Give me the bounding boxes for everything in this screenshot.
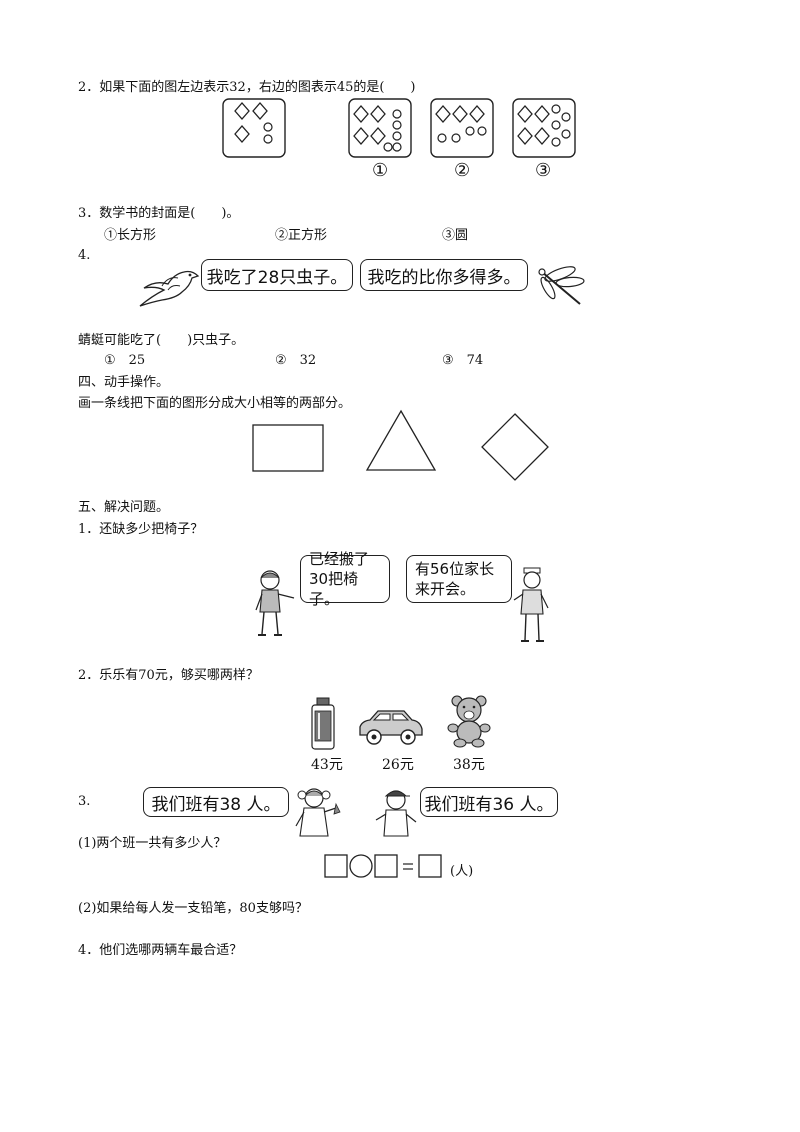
shape-rectangle xyxy=(252,424,324,472)
man-speech-line2: 来开会。 xyxy=(415,580,476,598)
q4-option-1: ① 25 xyxy=(104,353,146,368)
boy-illustration xyxy=(255,570,295,636)
dot-figure-option-2 xyxy=(430,98,494,158)
p3-number: 3. xyxy=(78,794,91,809)
boy-cap-illustration xyxy=(375,790,417,837)
equation-template xyxy=(324,854,442,878)
bird-speech-text: 我吃了28只虫子。 xyxy=(206,267,348,288)
toy-car-price: 26元 xyxy=(382,757,414,773)
dragonfly-speech-text: 我吃的比你多得多。 xyxy=(367,267,521,288)
boy-speech-bubble: 已经搬了 30把椅子。 xyxy=(300,550,390,608)
man-illustration xyxy=(513,567,549,642)
bird-speech-bubble: 我吃了28只虫子。 xyxy=(201,259,353,291)
girl-speech-text: 我们班有38 人。 xyxy=(151,794,281,815)
p2-question: 2．乐乐有70元，够买哪两样？ xyxy=(78,668,259,683)
q3-option-3: ③圆 xyxy=(442,228,469,243)
dot-figure-option-1 xyxy=(348,98,412,158)
man-speech-bubble: 有56位家长 来开会。 xyxy=(406,555,512,603)
q2-text: 2．如果下面的图左边表示32，右边的图表示45的是( ) xyxy=(78,80,416,95)
q3-option-2: ②正方形 xyxy=(275,228,328,243)
boy-speech-text-2: 我们班有36 人。 xyxy=(424,794,554,815)
toy-car-illustration xyxy=(359,710,423,745)
q4-option-2: ② 32 xyxy=(275,353,317,368)
teddy-bear-illustration xyxy=(447,695,491,748)
q3-text: 3．数学书的封面是( )。 xyxy=(78,206,240,221)
teddy-bear-price: 38元 xyxy=(453,757,485,773)
shape-diamond xyxy=(481,413,549,481)
thermos-illustration xyxy=(311,697,335,750)
boy-speech-line2: 30把椅子。 xyxy=(309,570,359,608)
q2-option-2-label: ② xyxy=(454,160,471,181)
boy-speech-line1: 已经搬了 xyxy=(309,550,370,568)
dragonfly-speech-bubble: 我吃的比你多得多。 xyxy=(360,259,528,291)
thermos-price: 43元 xyxy=(311,757,343,773)
p1-question: 1．还缺多少把椅子？ xyxy=(78,522,204,537)
q4-number: 4. xyxy=(78,248,91,263)
boy-speech-bubble-2: 我们班有36 人。 xyxy=(420,787,558,817)
man-speech-line1: 有56位家长 xyxy=(415,560,495,578)
shape-triangle xyxy=(365,409,437,471)
p3-unit: (人) xyxy=(450,864,474,879)
dot-figure-option-3 xyxy=(512,98,576,158)
q3-option-1: ①长方形 xyxy=(104,228,157,243)
section5-title: 五、解决问题。 xyxy=(78,500,170,515)
q2-option-3-label: ③ xyxy=(535,160,552,181)
dot-figure-reference xyxy=(222,98,286,158)
section4-instruction: 画一条线把下面的图形分成大小相等的两部分。 xyxy=(78,396,352,411)
girl-illustration xyxy=(295,788,341,837)
q4-text: 蜻蜓可能吃了( )只虫子。 xyxy=(78,333,245,348)
p3-sub1: (1)两个班一共有多少人？ xyxy=(78,836,227,851)
p4-question: 4．他们选哪两辆车最合适？ xyxy=(78,943,243,958)
bird-illustration xyxy=(139,270,200,307)
section4-title: 四、动手操作。 xyxy=(78,375,170,390)
q2-option-1-label: ① xyxy=(372,160,389,181)
p3-sub2: (2)如果给每人发一支铅笔，80支够吗？ xyxy=(78,901,308,916)
girl-speech-bubble: 我们班有38 人。 xyxy=(143,787,289,817)
q4-option-3: ③ 74 xyxy=(442,353,484,368)
dragonfly-illustration xyxy=(538,266,585,305)
